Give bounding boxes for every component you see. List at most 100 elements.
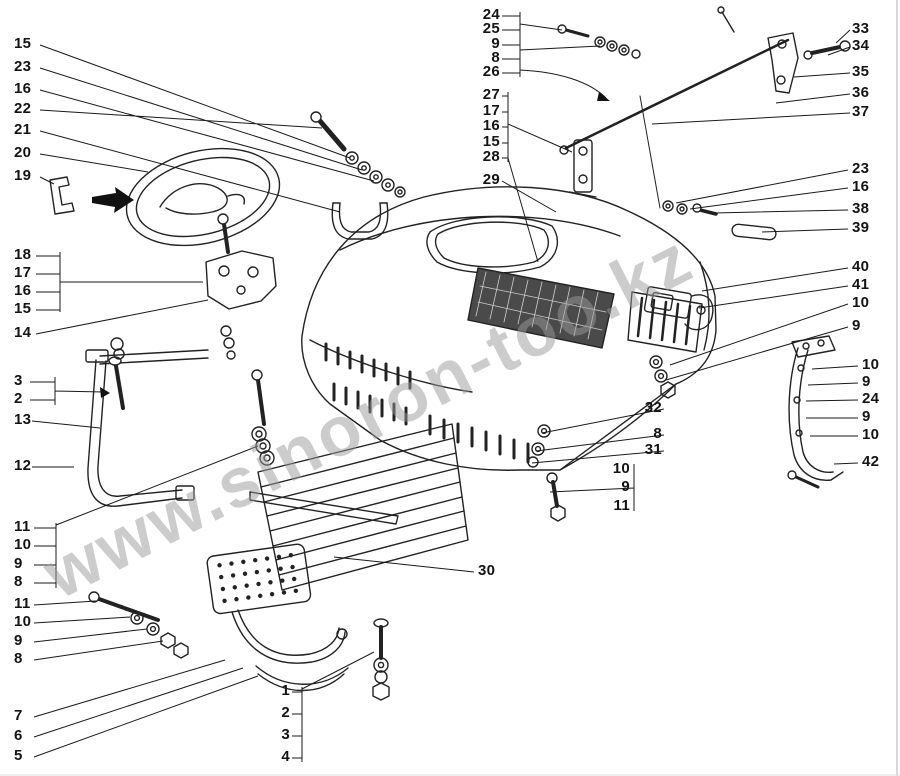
callout-13: 13 [14,411,32,428]
callout-9: 9 [14,555,23,572]
callout-8: 8 [14,650,23,667]
callout-15: 15 [14,35,32,52]
bolt-washer-cluster-top-left [310,111,406,198]
callout-9: 9 [862,373,871,390]
hinge-bracket [205,213,277,360]
callout-11: 11 [14,595,31,612]
callout-39: 39 [852,219,870,236]
callout-8: 8 [14,573,23,590]
callout-31: 31 [644,441,662,458]
callout-3: 3 [281,726,290,743]
seal-ring [125,147,281,247]
callout-40: 40 [852,258,870,275]
callout-17: 17 [482,102,500,119]
callout-10: 10 [852,294,870,311]
callout-21: 21 [14,121,32,138]
callout-10: 10 [14,613,32,630]
callout-23: 23 [852,160,870,177]
callout-35: 35 [852,63,870,80]
callout-2: 2 [281,704,290,721]
callout-9: 9 [14,632,23,649]
callout-38: 38 [852,200,870,217]
callout-11: 11 [613,497,630,514]
callout-42: 42 [862,453,880,470]
top-bolt-washers [557,24,641,59]
callout-26: 26 [482,63,500,80]
callout-23: 23 [14,58,32,75]
callout-14: 14 [14,324,32,341]
callout-20: 20 [14,144,32,161]
bolt-arrow-icon [100,387,110,398]
pointer-arrows [92,92,610,398]
callout-30: 30 [478,562,496,579]
callout-37: 37 [852,103,870,120]
roller-pin [731,223,777,241]
mid-washer-bolt-set [527,424,566,522]
callout-10: 10 [612,460,630,477]
callout-8: 8 [653,425,662,442]
callout-22: 22 [14,100,32,117]
callout-4: 4 [281,748,290,765]
callout-5: 5 [14,747,23,764]
center-bolt-set [372,618,390,701]
callout-7: 7 [14,707,23,724]
washer-stack-middle [251,369,275,466]
callout-24: 24 [482,6,500,23]
callout-15: 15 [482,133,500,150]
callout-16: 16 [14,282,32,299]
callout-36: 36 [852,84,870,101]
callout-41: 41 [852,276,870,293]
callout-27: 27 [482,86,500,103]
step-plate [206,543,312,615]
callout-12: 12 [14,457,32,474]
prop-rod [559,6,790,209]
retainer-clip [49,176,75,215]
callout-25: 25 [482,20,500,37]
lever-bracket [767,32,799,94]
leader-lines [30,12,859,762]
grab-handle [331,202,389,240]
foot-bolt-set [88,591,189,659]
callout-28: 28 [482,148,500,165]
callout-15: 15 [14,300,32,317]
frame-mounting-bolt [108,337,125,410]
rod-arrow-icon [597,92,610,101]
callout-16: 16 [14,80,32,97]
callout-16: 16 [852,178,870,195]
seal-arrow-icon [92,187,134,213]
front-louvers [324,342,530,464]
callout-11: 11 [14,518,31,535]
callout-32: 32 [644,399,662,416]
inner-grille [249,423,469,591]
side-louvers [627,291,703,353]
callout-29: 29 [482,171,500,188]
callout-9: 9 [862,408,871,425]
intake-mesh [467,267,615,349]
callout-3: 3 [14,372,23,389]
latch-assembly [643,286,714,331]
callout-18: 18 [14,246,32,263]
callout-2: 2 [14,390,23,407]
hood-vent-recess [426,216,559,274]
callout-10: 10 [862,426,880,443]
callout-9: 9 [491,35,500,52]
callout-10: 10 [862,356,880,373]
callout-1: 1 [281,682,290,699]
callout-17: 17 [14,264,32,281]
callout-24: 24 [862,390,880,407]
retainer-strap [569,139,597,198]
latch-washers [649,355,676,399]
callout-19: 19 [14,167,32,184]
lever-bolt [803,40,851,60]
callout-6: 6 [14,727,23,744]
callout-9: 9 [621,478,630,495]
callout-16: 16 [482,117,500,134]
callout-34: 34 [852,37,870,54]
callout-9: 9 [852,317,861,334]
callout-10: 10 [14,536,32,553]
side-arm [787,335,844,489]
